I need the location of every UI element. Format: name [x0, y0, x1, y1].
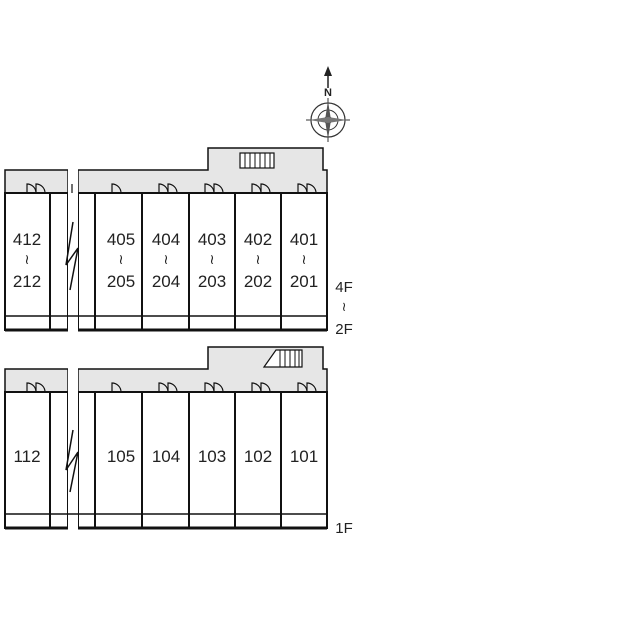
lower-unit-labels: 112 105 104 103 102 101 — [13, 447, 318, 466]
lower-door-icons — [26, 382, 317, 393]
upper-floor-plan: 412 ≀ 212 405 ≀ 205 404 ≀ 204 403 ≀ 203 … — [4, 147, 353, 340]
unit-101-label: 101 — [290, 447, 318, 466]
unit-203-bottom: 203 — [198, 272, 226, 291]
north-label: N — [324, 87, 332, 99]
lower-unit-105 — [94, 391, 143, 529]
upper-partial-unit — [49, 192, 69, 331]
unit-103-label: 103 — [198, 447, 226, 466]
unit-402-sep: ≀ — [255, 251, 260, 267]
unit-105-label: 105 — [107, 447, 135, 466]
upper-unit-405 — [94, 192, 143, 331]
upper-floor-range-label: 4F ≀ 2F — [335, 279, 353, 338]
unit-404-top: 404 — [152, 230, 180, 249]
unit-404-sep: ≀ — [163, 251, 168, 267]
upper-unit-402 — [234, 192, 282, 331]
floor-range-sep: ≀ — [342, 299, 347, 314]
unit-405-sep: ≀ — [118, 251, 123, 267]
lower-unit-103 — [188, 391, 236, 529]
unit-412-sep: ≀ — [24, 251, 29, 267]
unit-102-label: 102 — [244, 447, 272, 466]
upper-partial-unit-2 — [77, 192, 96, 331]
unit-204-bottom: 204 — [152, 272, 180, 291]
unit-401-sep: ≀ — [301, 251, 306, 267]
unit-401-top: 401 — [290, 230, 318, 249]
unit-201-bottom: 201 — [290, 272, 318, 291]
unit-405-top: 405 — [107, 230, 135, 249]
upper-break-gap — [68, 160, 78, 340]
lower-break-mark — [65, 429, 79, 493]
floor-2f-label: 2F — [335, 321, 353, 338]
floor-1f-label: 1F — [335, 520, 353, 537]
unit-403-top: 403 — [198, 230, 226, 249]
floor-4f-label: 4F — [335, 279, 353, 296]
upper-stairs-icon — [239, 152, 275, 169]
lower-stairs-icon — [262, 349, 303, 368]
upper-door-icons — [26, 183, 317, 194]
lower-partial-unit-2 — [77, 391, 96, 529]
lower-partial-unit — [49, 391, 69, 529]
upper-break-mark — [65, 221, 79, 291]
lower-unit-104 — [141, 391, 190, 529]
unit-104-label: 104 — [152, 447, 180, 466]
unit-212-bottom: 212 — [13, 272, 41, 291]
unit-202-bottom: 202 — [244, 272, 272, 291]
upper-unit-labels: 412 ≀ 212 405 ≀ 205 404 ≀ 204 403 ≀ 203 … — [13, 230, 318, 291]
lower-break-gap — [68, 360, 78, 538]
unit-205-bottom: 205 — [107, 272, 135, 291]
upper-corridor-main — [77, 147, 328, 194]
compass-rose-icon: N — [306, 66, 350, 142]
unit-402-top: 402 — [244, 230, 272, 249]
unit-403-sep: ≀ — [209, 251, 214, 267]
lower-floor-plan: 112 105 104 103 102 101 1F — [4, 346, 353, 538]
unit-412-top: 412 — [13, 230, 41, 249]
unit-112-label: 112 — [13, 447, 40, 466]
